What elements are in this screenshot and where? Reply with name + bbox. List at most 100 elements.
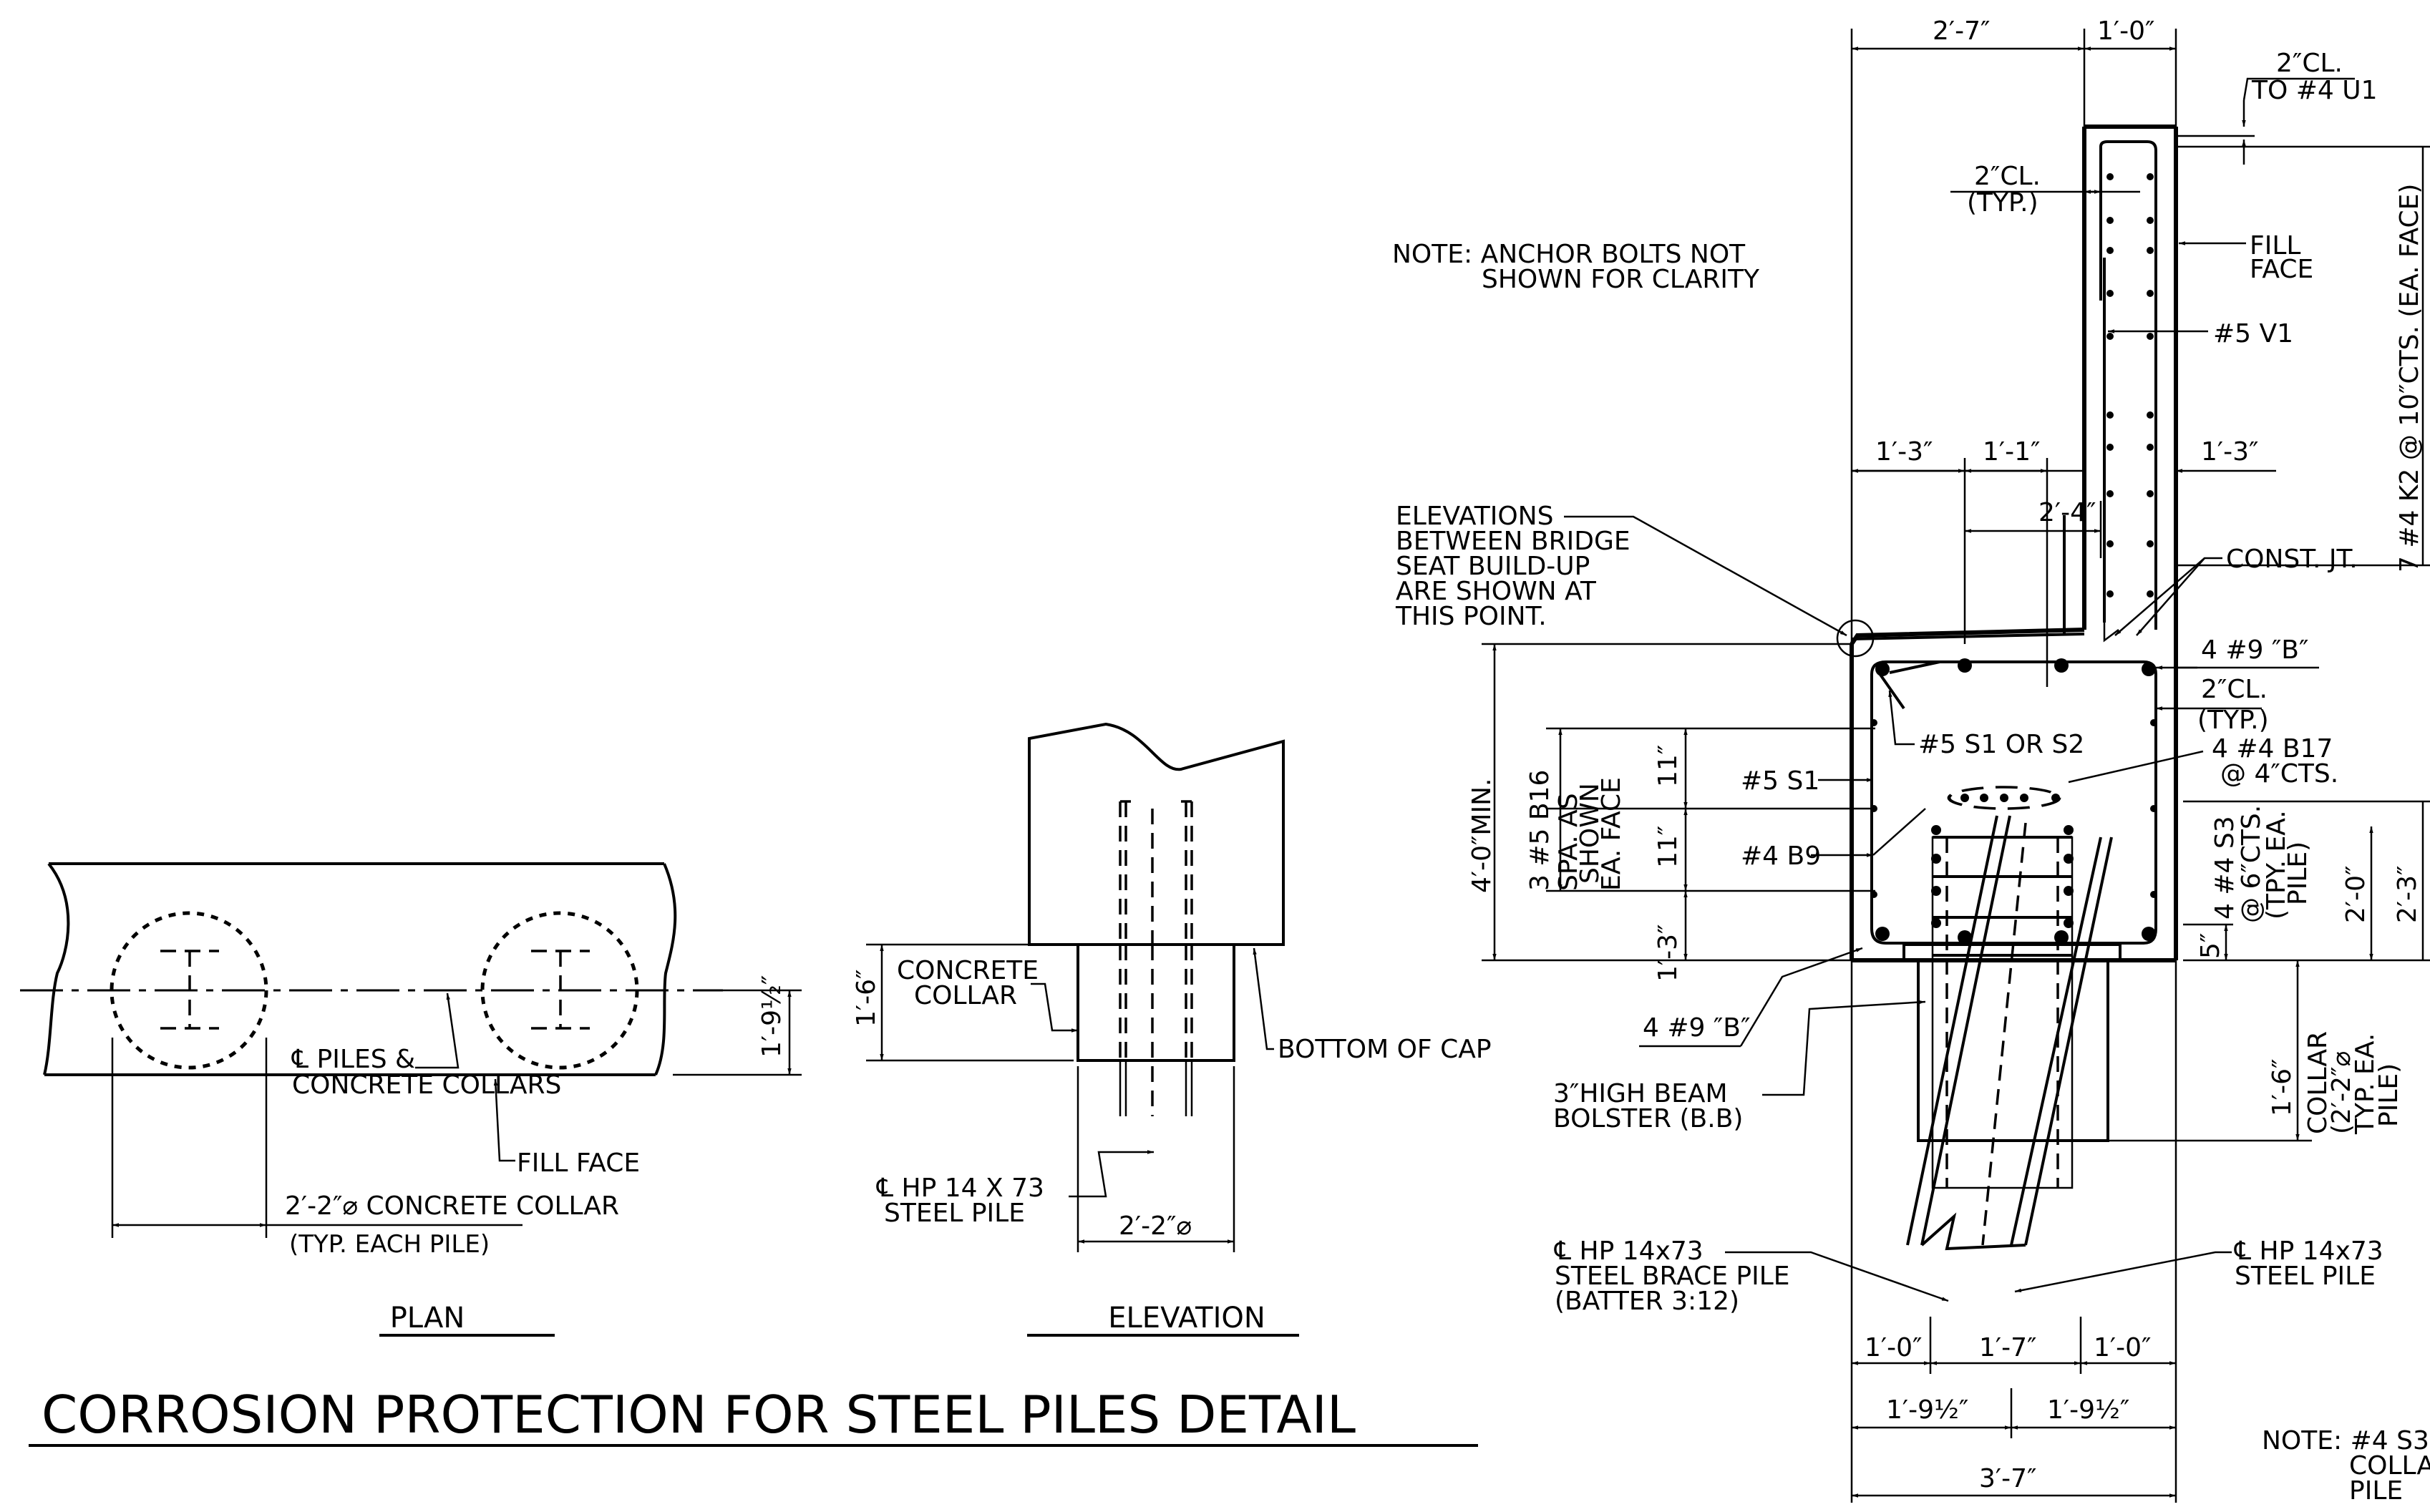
cap-seat-top-2 [1851, 633, 2085, 640]
sec-b9: #4 B9 [1741, 842, 1821, 871]
cap-seat-top [1850, 628, 2085, 645]
sec-s3-4: PILE) [2283, 842, 2313, 905]
plan-cl-note-2: CONCRETE COLLARS [292, 1070, 561, 1100]
sec-const-jt-leader-1 [2114, 557, 2222, 636]
cap-b-bars [1870, 658, 2157, 945]
wall-k2-dots [2106, 173, 2154, 598]
sec-dim-1-0-top: 1′-0″ [2097, 16, 2154, 46]
sec-s1s2: #5 S1 OR S2 [1918, 730, 2084, 759]
sec-s3-hoops [1933, 836, 2072, 957]
sec-dim-1-1: 1′-1″ [1983, 437, 2040, 467]
sec-const-jt-leader-2 [2136, 557, 2205, 636]
sec-b3-7: 3′-7″ [1979, 1464, 2036, 1493]
sec-b1-0a: 1′-0″ [1865, 1333, 1922, 1362]
sec-cl2-2: (TYP.) [2197, 706, 2269, 735]
sec-b16-4: EA. FACE [1597, 777, 1626, 891]
sec-b1-9b: 1′-9½″ [2047, 1395, 2129, 1425]
sec-k2: 7 #4 K2 @ 10″CTS. (EA. FACE) [2395, 184, 2424, 572]
sec-cl-typ-1: 2″CL. [1974, 162, 2041, 191]
sec-cl-u1-1: 2″CL. [2276, 49, 2343, 78]
sec-elev-2: BETWEEN BRIDGE [1396, 527, 1630, 556]
elev-collar-label-2: COLLAR [914, 981, 1017, 1010]
sec-elev-5: THIS POINT. [1395, 602, 1547, 631]
sec-elev-3: SEAT BUILD-UP [1396, 552, 1590, 581]
plan-collar-right [480, 911, 639, 1070]
sec-pile-2: STEEL PILE [2235, 1262, 2376, 1291]
sec-d1-6: 1′-6″ [2268, 1059, 2297, 1116]
sec-const-jt: CONST. JT. [2226, 545, 2358, 574]
sec-cl2-1: 2″CL. [2201, 675, 2268, 704]
plan-break-left [43, 862, 70, 1076]
sec-s1: #5 S1 [1741, 766, 1819, 796]
elevation-view: 1′-6″ CONCRETE COLLAR BOTTOM OF CAP ℄ HP… [852, 722, 1492, 1337]
sec-dim-1-3-r: 1′-3″ [2201, 437, 2258, 467]
sec-d1-3: 1′-3″ [1653, 925, 1683, 982]
sec-b1-0b: 1′-0″ [2094, 1333, 2151, 1362]
elev-collar-label-1: CONCRETE [897, 956, 1039, 985]
sec-b1-7: 1′-7″ [1979, 1333, 2036, 1362]
sec-note-top-2: SHOWN FOR CLARITY [1482, 265, 1760, 294]
sec-d2-0: 2′-0″ [2341, 866, 2371, 923]
elev-pile [1119, 800, 1193, 1116]
sec-b16-1: 3 #5 B16 [1525, 770, 1555, 891]
sec-v1: #5 V1 [2213, 319, 2293, 348]
elev-collar-height: 1′-6″ [852, 970, 881, 1027]
sec-d2-3: 2′-3″ [2393, 866, 2422, 923]
elev-bottom-cap-leader [1253, 947, 1274, 1050]
elev-bottom-of-cap: BOTTOM OF CAP [1278, 1035, 1492, 1064]
sec-note-top-1: NOTE: ANCHOR BOLTS NOT [1392, 240, 1746, 269]
sec-b17-2: @ 4″CTS. [2220, 759, 2338, 789]
elev-pile-leader [1069, 1150, 1154, 1198]
sec-note-bot-3: PILE [2349, 1476, 2403, 1506]
sec-dim-2-7: 2′-7″ [1933, 16, 1990, 46]
sec-b9-top: 4 #9 ″B″ [2201, 635, 2308, 665]
sec-bolster-1: 3″HIGH BEAM [1553, 1079, 1728, 1108]
plan-pile-left [160, 950, 219, 1030]
sec-s3-1: 4 #4 S3 [2210, 816, 2240, 920]
sec-elev-point-circle [1836, 619, 1875, 658]
sec-d11b: 11″ [1653, 826, 1683, 868]
plan-collar-dim-1: 2′-2″⌀ CONCRETE COLLAR [285, 1191, 619, 1221]
sec-s3-2: @ 6″CTS. [2237, 805, 2266, 923]
plan-fill-face: FILL FACE [517, 1148, 640, 1178]
plan-label: PLAN [390, 1302, 465, 1335]
sec-u1-leader [2242, 77, 2355, 101]
plan-view: ℄ PILES & CONCRETE COLLARS FILL FACE 2′-… [20, 862, 802, 1337]
detail-title: CORROSION PROTECTION FOR STEEL PILES DET… [42, 1385, 1356, 1445]
sec-d5: 5″ [2196, 933, 2225, 959]
sec-pile-1: ℄ HP 14x73 [2234, 1237, 2383, 1266]
sec-collar-4: PILE) [2374, 1063, 2404, 1127]
plan-collar-left [110, 911, 268, 1070]
sec-vertical-pile [1931, 836, 2074, 1189]
sec-b9-bot: 4 #9 ″B″ [1643, 1013, 1750, 1043]
plan-collar-dim-2: (TYP. EACH PILE) [289, 1230, 490, 1259]
sec-s3-3: (TPY. EA. [2262, 810, 2291, 920]
sec-collar-3: TYP. EA. [2351, 1033, 2380, 1135]
elevation-label: ELEVATION [1108, 1302, 1265, 1335]
sec-d11a: 11″ [1653, 745, 1683, 787]
sec-brace-2: STEEL BRACE PILE [1555, 1262, 1790, 1291]
elev-cap [1028, 722, 1285, 946]
sec-b17-leader [2068, 750, 2204, 784]
sec-elev-1: ELEVATIONS [1396, 502, 1553, 531]
sec-b9-bot-leader [1739, 947, 1863, 1047]
sec-note-bot-1: NOTE: #4 S3 [2262, 1426, 2429, 1455]
sec-fill-1: FILL [2250, 231, 2300, 260]
plan-fill-face-leader [493, 1078, 515, 1162]
sec-brace-leader [1725, 1251, 1949, 1302]
sec-b1-9a: 1′-9½″ [1886, 1395, 1968, 1425]
elev-dia: 2′-2″⌀ [1119, 1211, 1192, 1241]
sec-dim-2-4: 2′-4″ [2038, 498, 2096, 527]
sec-b17-dots [1960, 794, 2060, 802]
sec-b9-leader-2 [1872, 808, 1926, 856]
sec-brace-3: (BATTER 3:12) [1555, 1287, 1739, 1316]
sec-b16-3: SHOWN [1575, 783, 1605, 884]
plan-break-right [654, 863, 677, 1076]
sec-b16-2: SPA. AS [1554, 793, 1583, 891]
cap-stirrup-s1 [1870, 660, 2157, 945]
sec-dowel [2103, 623, 2119, 643]
plan-depth-dim: 1′-9½″ [757, 975, 787, 1058]
sec-cl-typ-2: (TYP.) [1967, 188, 2038, 218]
plan-pile-right [531, 950, 590, 1030]
elev-collar [1077, 943, 1235, 1062]
